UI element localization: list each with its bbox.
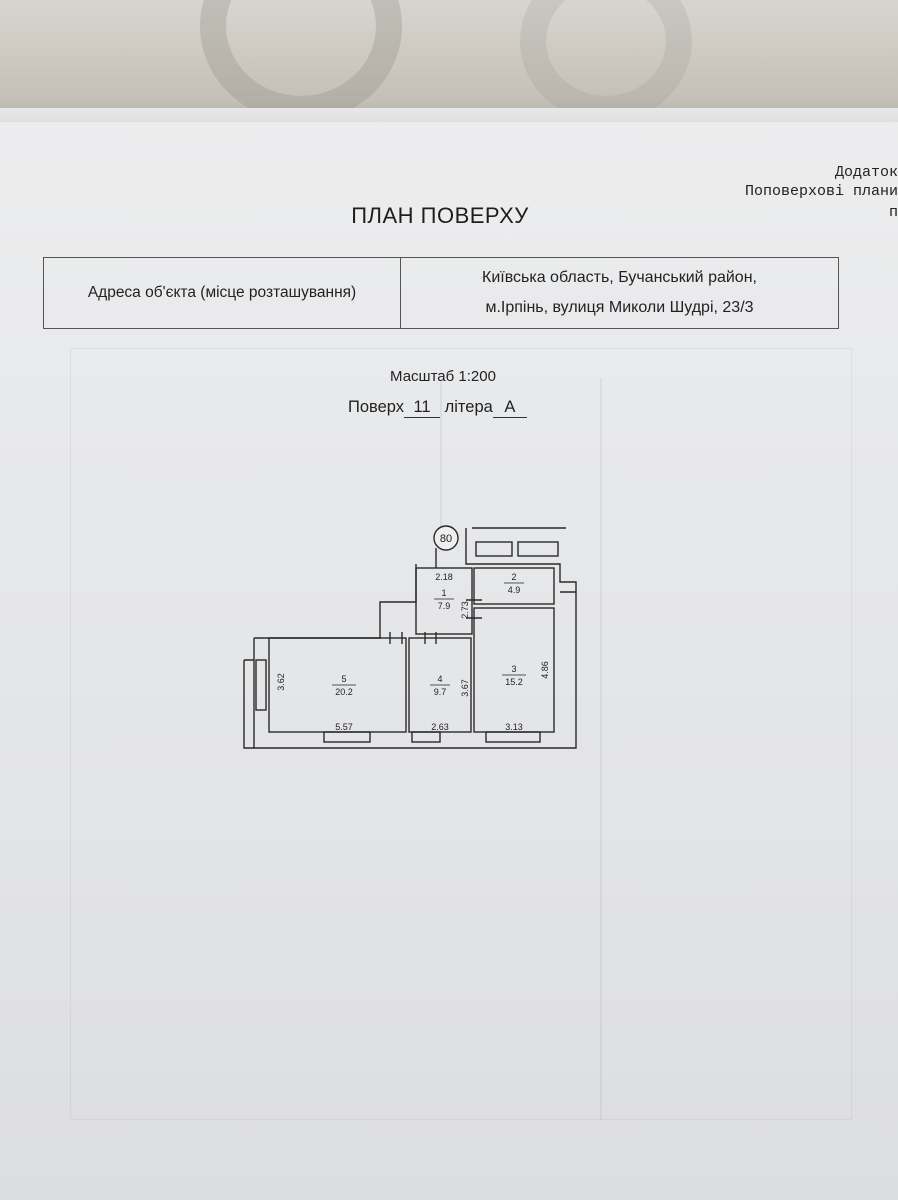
room-1-number: 1 [441, 588, 446, 598]
address-value: Київська область, Бучанський район, м.Ір… [401, 258, 838, 328]
room-2-area: 4.9 [508, 585, 521, 595]
floor-number: 11 [404, 398, 441, 418]
partition [465, 528, 561, 568]
address-label: Адреса об'єкта (місце розташування) [44, 258, 401, 328]
room-2 [473, 567, 555, 605]
litera-label: літера [444, 398, 493, 416]
balcony [517, 541, 559, 557]
appendix-line-1: Додаток [834, 164, 898, 181]
show-through-line [600, 378, 602, 1120]
room-4-area: 9.7 [434, 687, 447, 697]
address-line-1: Київська область, Бучанський район, [482, 269, 757, 286]
litera-value: А [492, 398, 527, 418]
section-marker-circle [433, 525, 459, 551]
document-sheet [0, 108, 898, 1200]
room-4-number: 4 [437, 674, 442, 684]
door [389, 632, 437, 644]
window [323, 731, 371, 743]
window [255, 659, 267, 711]
floor-plan: 80 1 7.9 2 4.9 3 15.2 4 9.7 5 20.2 2.18 … [243, 525, 577, 749]
dim-5-57: 5.57 [335, 722, 353, 732]
dim-3-62: 3.62 [276, 673, 286, 691]
show-through-frame [70, 348, 852, 1120]
room-3-number: 3 [511, 664, 516, 674]
dim-2-73: 2.73 [460, 601, 470, 619]
outer-wall [254, 564, 417, 639]
outer-wall [559, 568, 577, 592]
page-title: ПЛАН ПОВЕРХУ [351, 203, 529, 228]
dim-4-86: 4.86 [540, 661, 550, 679]
balcony [475, 541, 513, 557]
room-5-area: 20.2 [335, 687, 353, 697]
scale-label: Масштаб 1:200 [390, 368, 496, 385]
room-1-area: 7.9 [438, 601, 451, 611]
room-5-number: 5 [341, 674, 346, 684]
section-marker: 80 [440, 533, 452, 545]
dim-2-18: 2.18 [435, 572, 453, 582]
outer-wall [243, 659, 254, 749]
door [466, 599, 482, 619]
address-table: Адреса об'єкта (місце розташування) Київ… [43, 257, 839, 329]
dim-3-67: 3.67 [460, 679, 470, 697]
sheet-shadow [0, 100, 898, 122]
room-1 [415, 567, 473, 635]
dim-3-13: 3.13 [505, 722, 523, 732]
window [485, 731, 541, 743]
dim-2-63: 2.63 [431, 722, 449, 732]
room-3-area: 15.2 [505, 677, 523, 687]
outer-wall [253, 591, 577, 749]
floor-prefix: Поверх [348, 398, 405, 416]
appendix-line-3: п [888, 204, 898, 221]
window [411, 731, 441, 743]
appendix-line-2: Поповерхові плани [744, 183, 898, 200]
address-line-2: м.Ірпінь, вулиця Миколи Шудрі, 23/3 [485, 299, 754, 316]
room-2-number: 2 [511, 572, 516, 582]
